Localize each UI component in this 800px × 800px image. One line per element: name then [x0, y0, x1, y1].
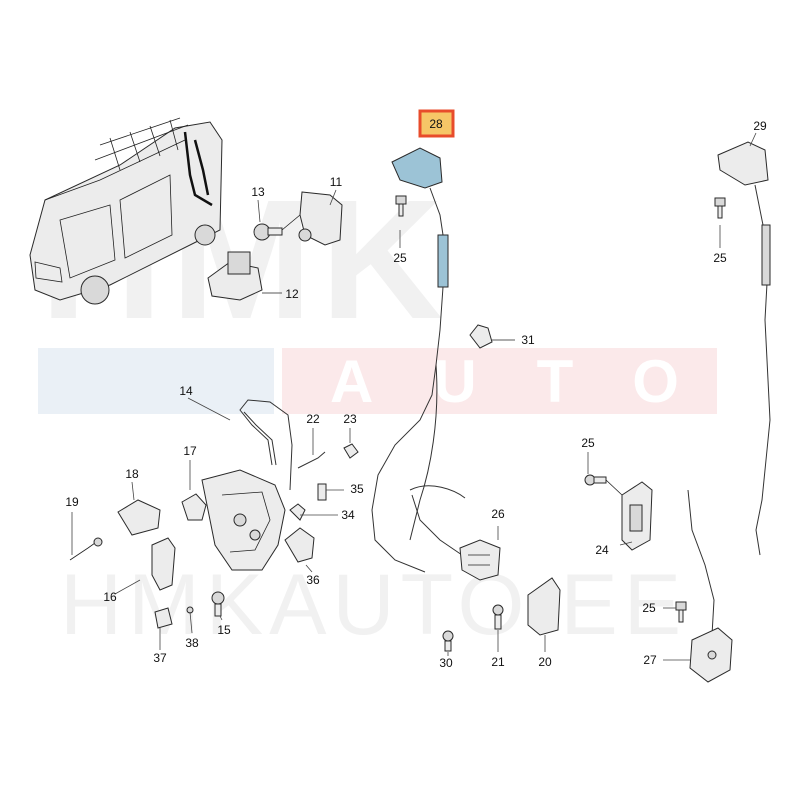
label-25a: 25	[393, 251, 407, 265]
label-25d: 25	[642, 601, 656, 615]
label-18: 18	[125, 467, 139, 481]
part-12-bumper	[207, 251, 282, 301]
part-20-bracket	[527, 577, 561, 636]
part-25-screw-c	[584, 474, 607, 486]
label-16: 16	[103, 590, 117, 604]
part-31-clip	[469, 324, 515, 349]
part-17-cap	[181, 493, 207, 521]
part-15-screw	[211, 591, 225, 617]
label-35: 35	[350, 482, 364, 496]
part-27-lock	[687, 489, 733, 683]
label-12: 12	[285, 287, 299, 301]
label-19: 19	[65, 495, 79, 509]
label-20: 20	[538, 655, 552, 669]
label-29: 29	[753, 119, 767, 133]
label-14: 14	[179, 384, 193, 398]
label-11: 11	[330, 175, 343, 189]
part-13-bolt	[253, 223, 283, 241]
label-34: 34	[341, 508, 355, 522]
label-25c: 25	[581, 436, 595, 450]
label-15: 15	[217, 623, 231, 637]
part-34-clip	[289, 503, 306, 521]
label-28: 28	[429, 117, 443, 131]
label-21: 21	[491, 655, 505, 669]
watermark-left-band	[38, 348, 274, 414]
label-23: 23	[343, 412, 357, 426]
label-13: 13	[251, 185, 265, 199]
leader-lines	[71, 132, 757, 661]
part-14-rod	[239, 399, 293, 491]
label-25b: 25	[713, 251, 727, 265]
part-37-plug	[154, 607, 173, 629]
label-26: 26	[491, 507, 505, 521]
label-38: 38	[185, 636, 199, 650]
watermark-auto: AUTO	[330, 348, 739, 415]
part-28-cable-lock	[371, 147, 449, 573]
part-labels: 11 12 13 14 15 16 17 18 19 20 21 22 23 2…	[65, 117, 767, 670]
label-30: 30	[439, 656, 453, 670]
part-23-clip	[343, 443, 359, 459]
part-36-bracket	[284, 527, 315, 563]
part-24-lock	[605, 479, 653, 551]
part-30-screw	[442, 630, 454, 652]
part-16-handle	[151, 537, 176, 591]
part-18-handle	[117, 499, 161, 536]
watermark-auto-band	[282, 348, 717, 414]
label-37: 37	[153, 651, 167, 665]
label-31: 31	[521, 333, 535, 347]
highlight-box-28	[418, 109, 455, 138]
part-19-rod	[69, 537, 103, 561]
label-24: 24	[595, 543, 609, 557]
label-36: 36	[306, 573, 320, 587]
label-17: 17	[183, 444, 197, 458]
van-illustration	[29, 117, 223, 305]
part-35-clip	[317, 483, 327, 501]
label-22: 22	[306, 412, 320, 426]
label-27: 27	[643, 653, 657, 667]
part-11-striker	[281, 191, 343, 246]
part-25-screw-d	[675, 601, 687, 623]
part-21-screw	[492, 604, 504, 630]
part-25-screw-b	[714, 197, 726, 219]
part-22-rod	[297, 451, 326, 469]
part-29-lock	[717, 141, 771, 556]
part-25-screw-a	[395, 195, 407, 217]
part-26-lock	[409, 485, 501, 581]
part-main-lock	[201, 469, 286, 571]
